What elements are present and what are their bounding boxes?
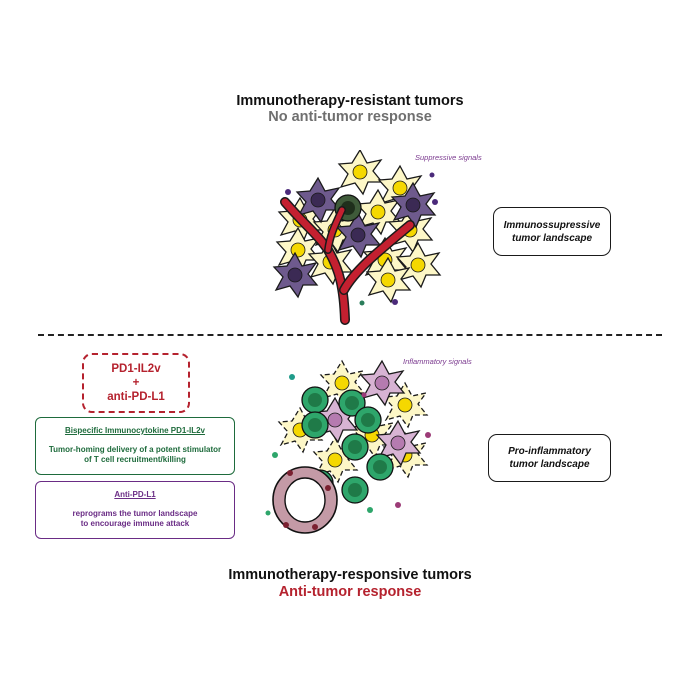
inflammatory-signals-label: Inflammatory signals <box>403 357 472 366</box>
suppressive-cells <box>273 177 436 298</box>
bispecific-title: Bispecific Immunocytokine PD1-IL2v <box>64 426 206 435</box>
inflammatory-signal-dots <box>265 374 431 516</box>
combination-therapy-box: PD1-IL2v + anti-PD-L1 <box>82 353 190 413</box>
bottom-subtitle: Anti-tumor response <box>278 584 422 600</box>
blood-vessel <box>280 197 415 325</box>
bispecific-desc-1: Tumor-homing delivery of a potent stimul… <box>48 444 222 454</box>
landscape-line-2: tumor landscape <box>509 459 590 470</box>
suppressive-signal-dots <box>285 172 438 306</box>
top-title: Immunotherapy-resistant tumors <box>236 93 464 109</box>
anti-pdl1-title: Anti-PD-L1 <box>114 490 156 499</box>
pro-inflammatory-landscape-box: Pro-inflammatory tumor landscape <box>488 434 611 482</box>
landscape-line-1: Immunossupressive <box>503 219 601 231</box>
combo-drug-2: anti-PD-L1 <box>107 391 165 403</box>
resistant-tumor-illustration <box>273 150 441 325</box>
anti-pdl1-desc-1: reprograms the tumor landscape <box>72 508 198 518</box>
immunosuppressive-landscape-box: Immunossupressive tumor landscape <box>493 207 611 256</box>
landscape-line-1: Pro-inflammatory <box>508 446 591 457</box>
top-subtitle: No anti-tumor response <box>268 109 432 125</box>
responsive-tumor-illustration <box>265 360 431 534</box>
combo-drug-1: PD1-IL2v <box>111 363 161 375</box>
anti-pdl1-desc-2: to encourage immune attack <box>80 519 190 528</box>
suppressive-signals-label: Suppressive signals <box>415 153 482 162</box>
bispecific-desc-2: of T cell recruitment/killing <box>84 455 186 464</box>
inflammatory-cells <box>313 360 421 466</box>
section-divider <box>38 334 662 336</box>
landscape-line-2: tumor landscape <box>511 232 593 244</box>
damaged-tumor-cells <box>278 360 428 483</box>
bispecific-info-box: Bispecific Immunocytokine PD1-IL2v Tumor… <box>35 417 235 475</box>
combo-plus: + <box>132 377 140 389</box>
bottom-title: Immunotherapy-responsive tumors <box>228 567 472 583</box>
anti-pdl1-info-box: Anti-PD-L1 reprograms the tumor landscap… <box>35 481 235 539</box>
blood-vessel-cross-section <box>272 466 338 534</box>
